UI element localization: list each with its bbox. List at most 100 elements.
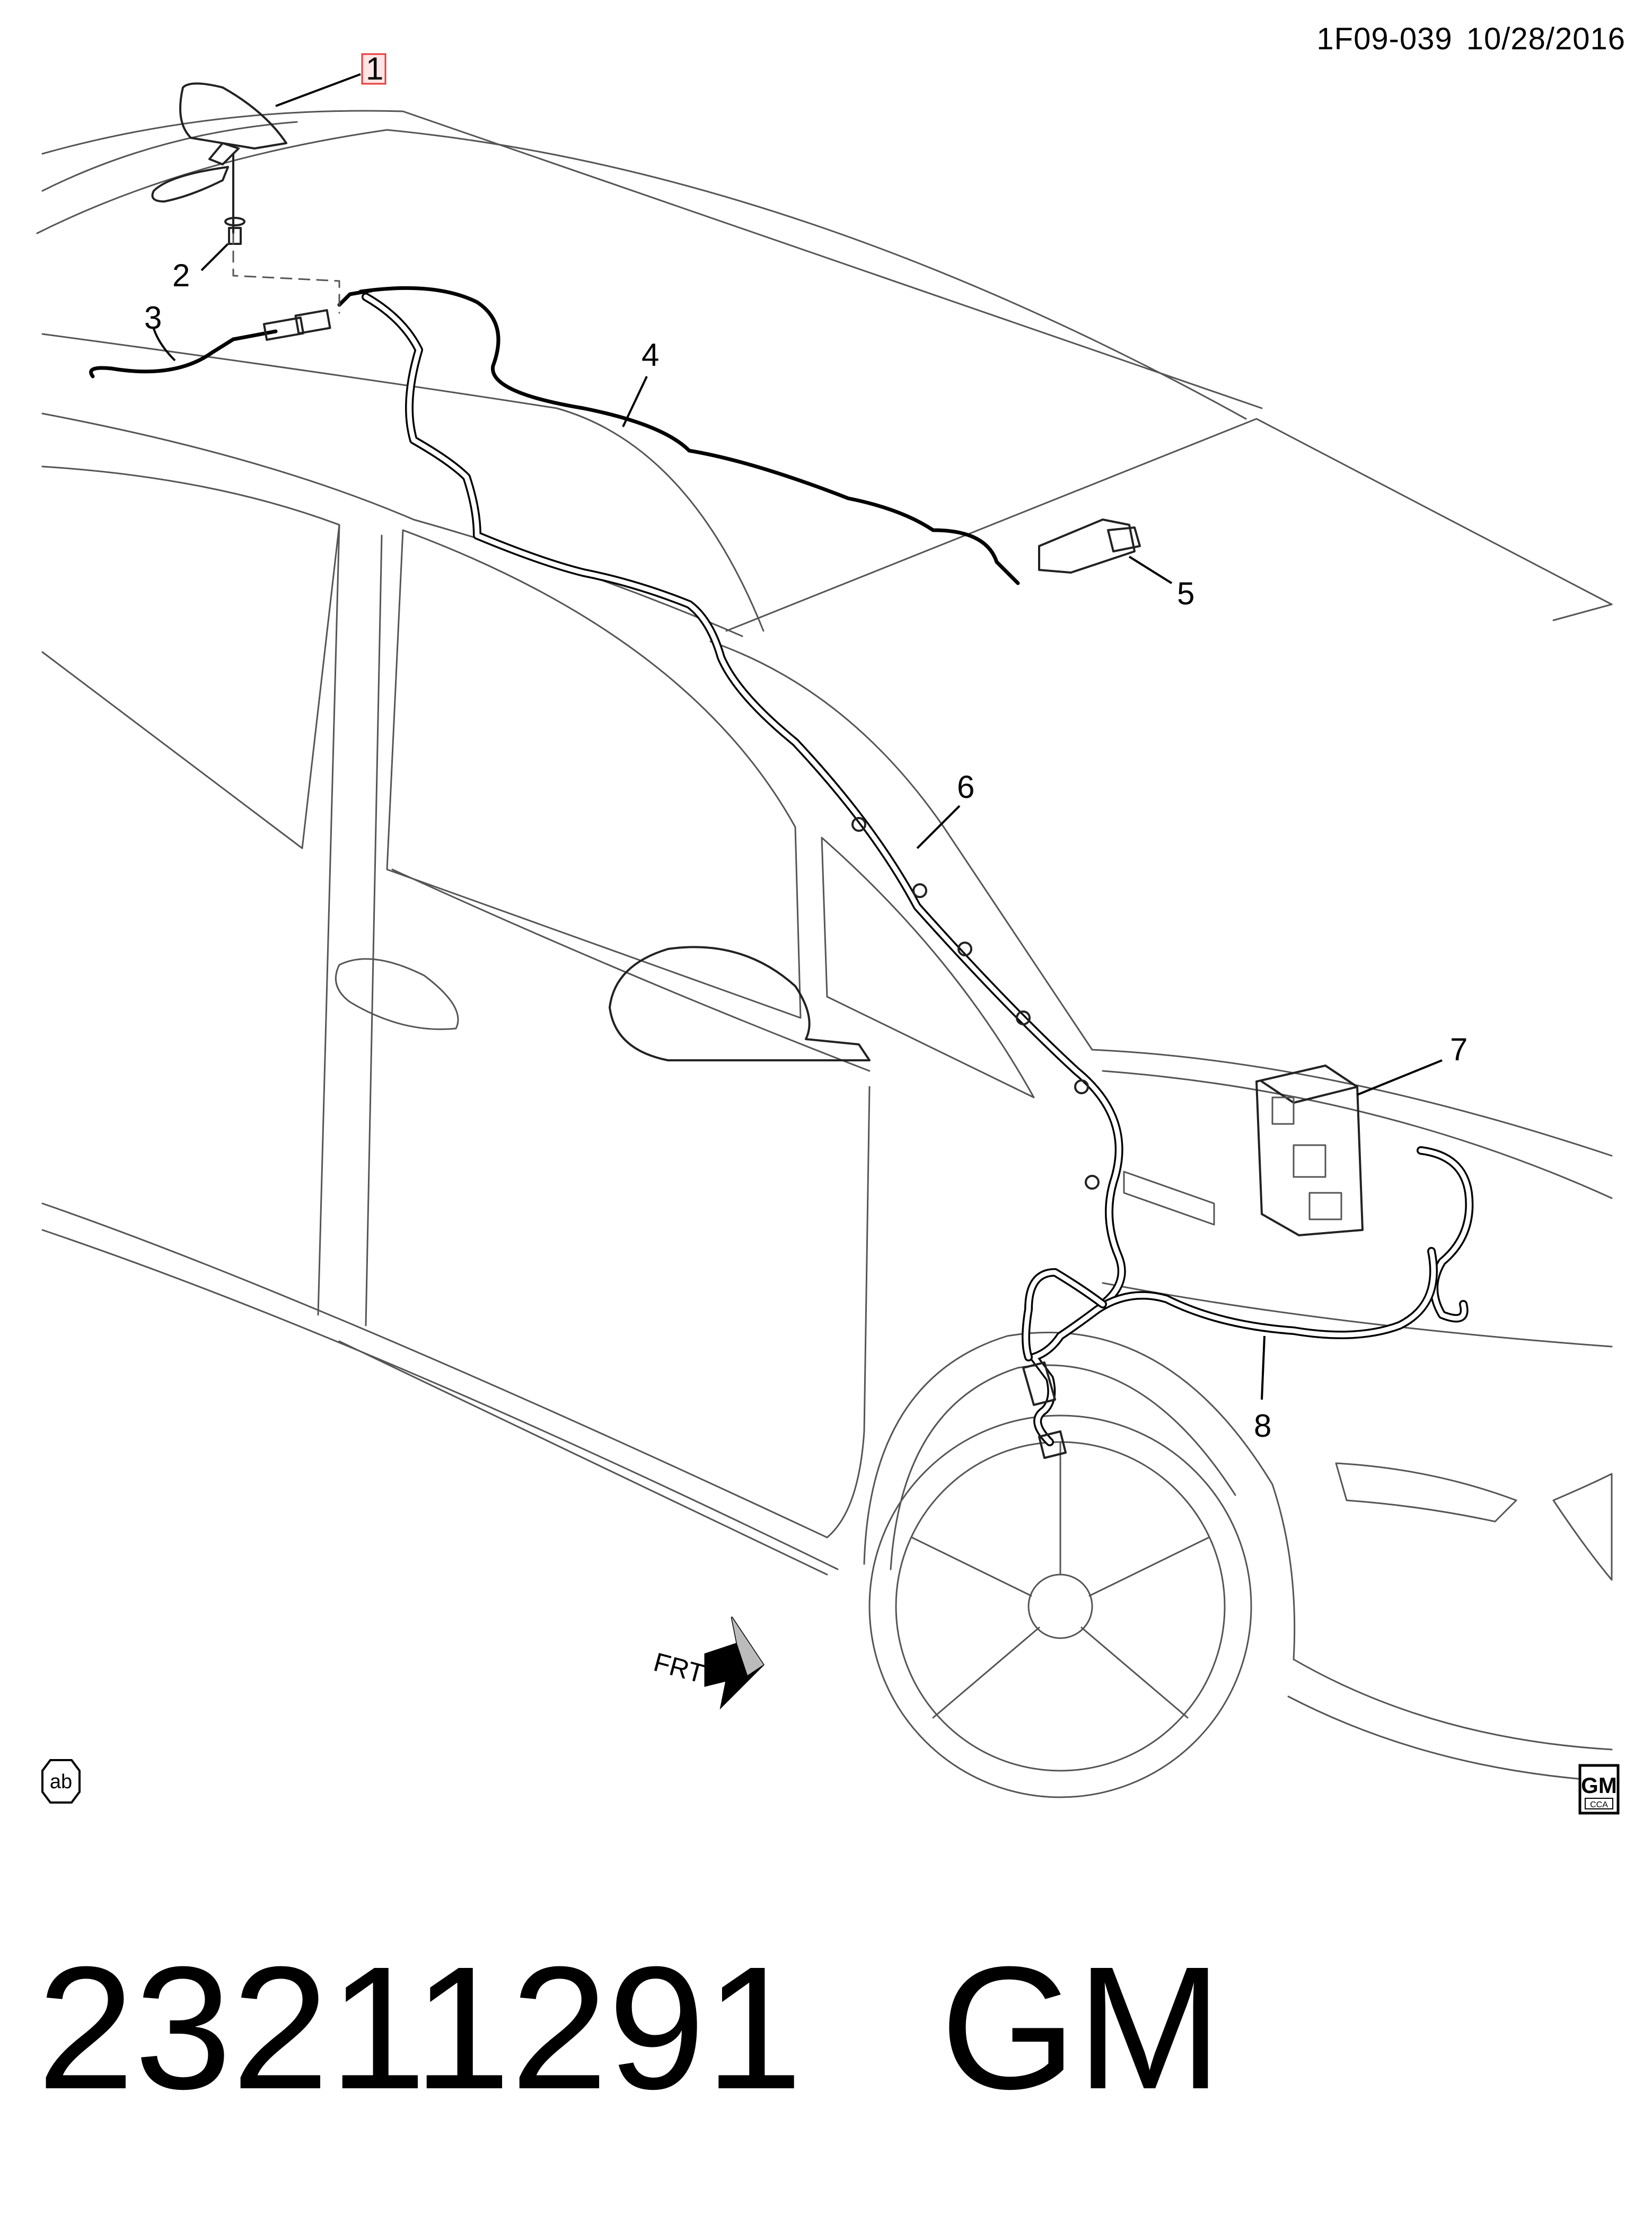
front-bumper	[1293, 1658, 1613, 1751]
b-pillar	[317, 524, 383, 1326]
vehicle-outline	[36, 110, 1613, 1798]
module-connector	[1107, 526, 1141, 552]
hood-line	[1091, 1049, 1613, 1157]
callout-5: 5	[1177, 576, 1194, 611]
harness-clip-6	[1085, 1175, 1100, 1190]
front-harness-main	[1030, 1247, 1438, 1446]
gm-logo-sub-text: CCA	[1590, 1800, 1608, 1809]
fastener-washer	[224, 217, 245, 226]
front-harness-connector-2	[1038, 1430, 1067, 1459]
harness-clip-5	[1074, 1079, 1089, 1094]
rocker-panel	[41, 1229, 839, 1570]
hood-line-2	[1102, 1070, 1613, 1199]
wheel-spokes	[911, 1441, 1210, 1719]
leader-6	[916, 805, 961, 849]
antenna-bracket	[208, 142, 240, 165]
fender-badge	[1123, 1171, 1215, 1226]
callout-4: 4	[642, 337, 659, 373]
callouts: 1 2 3 4 5 6 7 8	[144, 51, 1468, 1444]
brand-name: GM	[940, 1930, 1223, 2125]
lead-cable	[89, 329, 278, 379]
fog-lamp	[1335, 1462, 1517, 1523]
fender-line	[1102, 1282, 1613, 1348]
front-harness-connector	[1022, 1361, 1056, 1406]
wheel-tire	[868, 1414, 1252, 1798]
gm-logo-sub-box	[1585, 1798, 1613, 1809]
front-harness-branch-inner	[1023, 1270, 1105, 1360]
upper-body-line-2	[41, 412, 743, 637]
lead-connector-2	[294, 309, 331, 335]
leader-1	[275, 73, 361, 107]
door-front-edge	[826, 1086, 871, 1539]
rear-door-window	[41, 465, 340, 849]
callout-3: 3	[144, 300, 162, 336]
side-mirror	[609, 946, 871, 1061]
windshield-top	[709, 640, 1093, 1051]
front-label: FRT	[651, 1647, 708, 1689]
harness-clip-3	[957, 942, 972, 956]
part-5-overhead-module	[1038, 518, 1141, 574]
gm-logo-text: GM	[1581, 1773, 1617, 1798]
module-box-side	[1261, 1065, 1358, 1104]
module-housing	[1038, 518, 1136, 574]
door-handle-rear	[335, 958, 459, 1030]
leader-8	[1261, 1335, 1266, 1400]
front-arrow-shade	[732, 1617, 763, 1675]
wheel-arch	[863, 1332, 1296, 1660]
module-port-1	[1271, 1096, 1295, 1125]
leader-4	[622, 376, 648, 427]
callout-8: 8	[1254, 1408, 1271, 1444]
rocker-panel-2	[338, 1340, 828, 1576]
part-2-fastener	[224, 217, 245, 245]
part-1-roof-antenna	[151, 82, 287, 234]
part-number: 23211291	[37, 1930, 803, 2125]
windshield-base	[725, 418, 1613, 632]
fastener-body	[228, 227, 242, 245]
pillar-harness-inner	[363, 294, 1124, 1307]
callout-1-box	[361, 53, 386, 85]
door-bottom	[41, 1202, 828, 1539]
harness-clip-2	[912, 883, 927, 898]
part-6-pillar-harness	[362, 293, 1126, 1308]
front-door-window	[386, 529, 802, 1019]
diagram-date: 10/28/2016	[1466, 22, 1625, 56]
harness-clip-1	[851, 817, 866, 832]
dashed-guide	[232, 232, 340, 314]
part-8-front-harness	[1022, 1247, 1438, 1459]
leader-2	[200, 243, 229, 271]
callout-2: 2	[172, 258, 190, 293]
headlamp	[1552, 1473, 1613, 1581]
part-4-roof-harness	[337, 286, 1020, 585]
part-7-control-module	[1255, 1065, 1474, 1323]
quarter-glass	[821, 837, 1035, 1098]
cowl-line	[1552, 603, 1613, 621]
gm-logo: GM CCA	[1578, 1764, 1620, 1815]
pillar-harness-outer	[362, 293, 1126, 1308]
leader-lines	[153, 73, 1443, 1400]
antenna-fin	[179, 82, 287, 150]
gm-logo-box	[1578, 1764, 1620, 1815]
module-port-3	[1308, 1192, 1342, 1220]
ab-octagon-icon	[41, 1759, 81, 1804]
callout-7: 7	[1450, 1032, 1468, 1067]
lead-connector	[262, 317, 305, 341]
leader-3	[153, 328, 176, 362]
roof-edge-outer	[41, 110, 1263, 409]
harness-clip-4	[1016, 1010, 1031, 1025]
upper-body-line	[41, 333, 765, 632]
ab-text: ab	[50, 1771, 72, 1793]
ab-symbol: ab	[41, 1759, 81, 1804]
part-3-antenna-lead	[89, 309, 331, 379]
roof-harness-cable	[358, 286, 1020, 585]
front-bumper-lower	[1287, 1695, 1613, 1782]
diagram-code: 1F09-039	[1316, 22, 1453, 56]
wheel-arch-inner	[890, 1364, 1236, 1570]
callout-6: 6	[957, 769, 974, 805]
module-harness-inner	[1418, 1148, 1472, 1321]
module-port-2	[1293, 1144, 1326, 1178]
antenna-base-gasket	[151, 166, 229, 203]
front-harness-main-inner	[1031, 1249, 1436, 1445]
